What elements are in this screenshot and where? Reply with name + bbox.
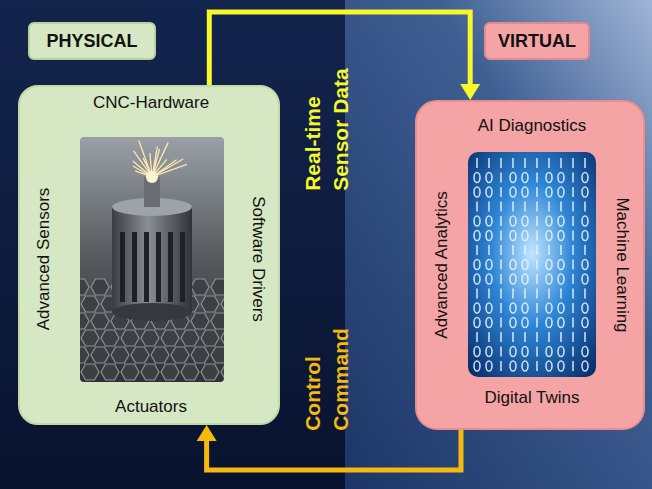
- component-label: AI Diagnostics: [478, 116, 587, 136]
- component-label: CNC-Hardware: [93, 93, 209, 113]
- virtual-tag: VIRTUAL: [484, 22, 590, 60]
- binary-illustration: [468, 152, 596, 377]
- component-label: Software Drivers: [248, 196, 268, 322]
- component-label: Machine Learning: [612, 197, 632, 332]
- component-label: Digital Twins: [484, 388, 579, 408]
- flow-arrow: [197, 425, 461, 470]
- component-label: Advanced Sensors: [34, 188, 54, 331]
- printer-illustration: [80, 137, 224, 382]
- component-label: Advanced Analytics: [432, 191, 452, 338]
- panel-title: PHYSICAL: [46, 31, 137, 52]
- physical-panel: CNC-HardwareAdvanced Sensors Software Dri…: [18, 85, 280, 425]
- physical-tag: PHYSICAL: [28, 22, 156, 60]
- flow-label: Control Command: [299, 306, 356, 431]
- panel-title: VIRTUAL: [498, 31, 576, 52]
- virtual-panel: AI DiagnosticsAdvanced Analytics Machine …: [415, 100, 645, 430]
- flow-label: Real-time Sensor Data: [299, 66, 356, 191]
- component-label: Actuators: [115, 397, 187, 417]
